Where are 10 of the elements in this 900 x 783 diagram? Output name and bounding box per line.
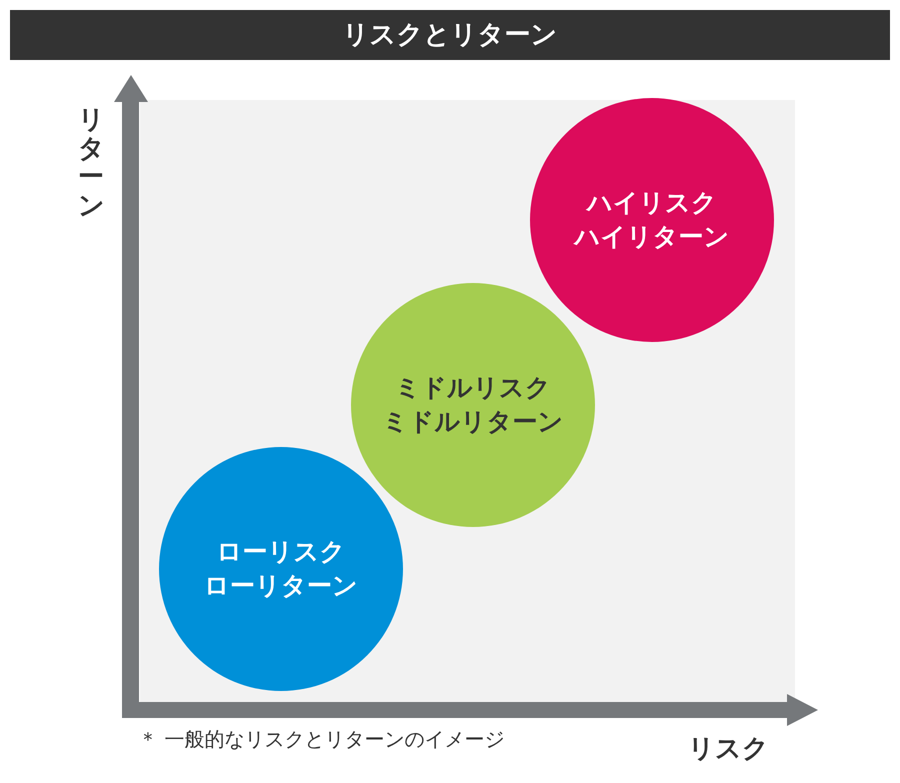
category-label: ローリスク xyxy=(216,536,346,568)
category-label: ハイリスク xyxy=(587,187,717,219)
category-label: ミドルリスク xyxy=(395,372,551,404)
title: リスクとリターン xyxy=(342,19,558,51)
x-axis-label: リスク xyxy=(688,733,769,765)
y-axis-label: リターン xyxy=(78,106,104,220)
category-label: ミドルリターン xyxy=(382,406,564,438)
category-label: ハイリターン xyxy=(574,221,730,253)
footnote: ＊ 一般的なリスクとリターンのイメージ xyxy=(138,727,504,751)
category-label: ローリターン xyxy=(204,570,358,602)
